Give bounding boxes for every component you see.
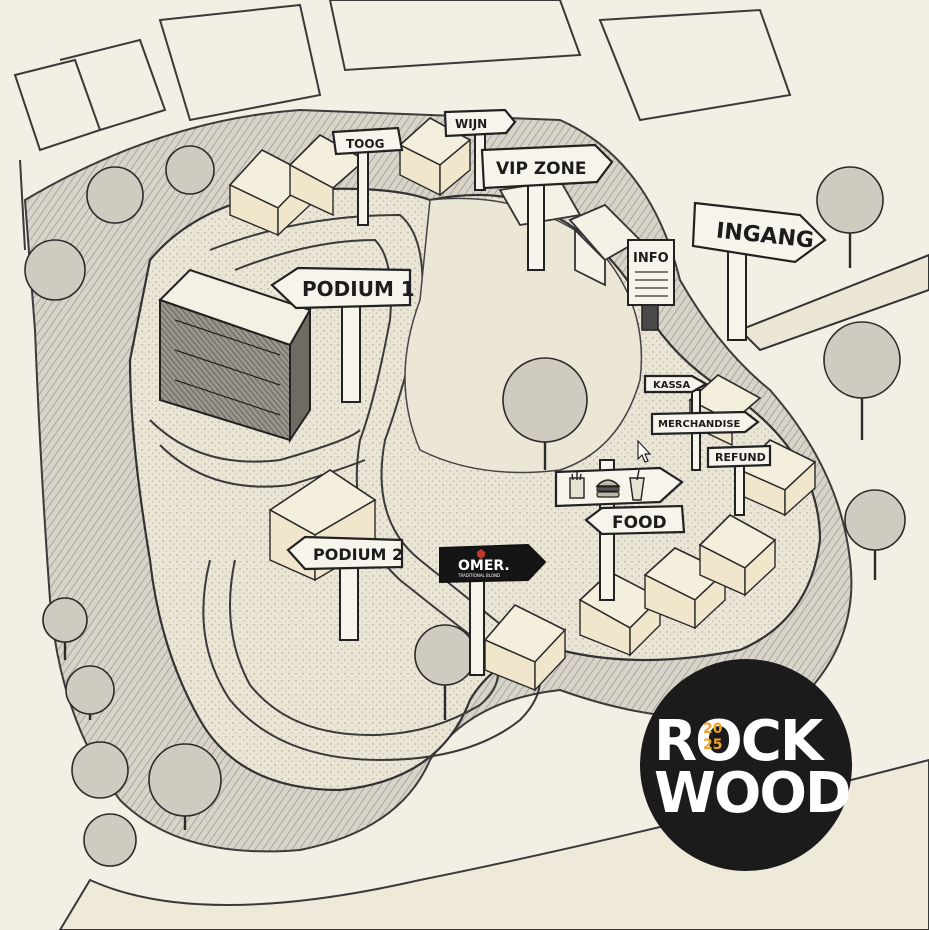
trees xyxy=(24,145,906,867)
logo-year-bottom: 25 xyxy=(703,737,722,753)
burger-icon xyxy=(595,479,621,498)
sign-ingang[interactable]: INGANG xyxy=(691,201,827,341)
tree-icon xyxy=(844,489,906,580)
sign-food[interactable]: FOOD xyxy=(584,504,686,536)
sponsor-tagline: TRADITIONAL BLOND xyxy=(457,573,500,578)
tree-icon xyxy=(71,741,129,799)
tent-icon xyxy=(398,117,472,197)
sign-podium-2-label: PODIUM 2 xyxy=(313,545,403,564)
sign-wijn[interactable]: WIJN xyxy=(443,108,517,191)
logo-year-top: 20 xyxy=(703,721,723,737)
inner-path-loop xyxy=(149,419,361,463)
inner-path-edge xyxy=(229,238,499,737)
sign-merchandise-label: MERCHANDISE xyxy=(658,419,741,430)
sign-podium-1[interactable]: PODIUM 1 xyxy=(270,266,415,403)
info-board-label: INFO xyxy=(633,251,669,266)
mouse-cursor-icon xyxy=(637,439,652,463)
sign-refund[interactable]: REFUND xyxy=(706,444,772,516)
sign-refund-label: REFUND xyxy=(715,451,766,464)
bar-tents xyxy=(228,117,472,237)
tent-icon xyxy=(483,604,567,692)
inner-path-loop-edge xyxy=(159,444,366,488)
sign-toog-label: TOOG xyxy=(346,137,384,151)
sign-vip-zone[interactable]: VIP ZONE xyxy=(480,143,614,271)
tree-icon xyxy=(148,743,222,830)
sign-toog[interactable]: TOOG xyxy=(331,126,404,226)
tent-icon xyxy=(698,514,777,597)
tree-icon xyxy=(502,357,588,470)
tree-icon xyxy=(65,665,115,720)
tree-icon xyxy=(83,813,137,867)
info-board[interactable]: INFO xyxy=(627,239,675,331)
tree-icon xyxy=(24,239,86,301)
rockwood-logo: ROCK WOOD 20 25 xyxy=(640,659,852,871)
sign-kassa-label: KASSA xyxy=(653,380,690,391)
fries-icon xyxy=(569,472,585,499)
tree-icon xyxy=(823,321,901,440)
tree-icon xyxy=(86,166,144,224)
tent-icon xyxy=(643,547,727,630)
sign-podium-2[interactable]: PODIUM 2 xyxy=(286,535,403,641)
logo-disc xyxy=(640,659,852,871)
drink-icon xyxy=(629,469,645,501)
sponsor-name: OMER. xyxy=(458,558,510,574)
sign-vip-zone-label: VIP ZONE xyxy=(496,159,586,179)
sign-podium-1-label: PODIUM 1 xyxy=(302,277,415,301)
stage-podium-1 xyxy=(158,268,312,444)
logo-line-1: ROCK xyxy=(654,709,826,774)
sign-wijn-label: WIJN xyxy=(455,117,487,131)
sponsor-sign-omer[interactable]: OMER. TRADITIONAL BLOND xyxy=(439,543,547,676)
buildings xyxy=(13,0,792,251)
tree-icon xyxy=(42,597,88,660)
sign-food-label: FOOD xyxy=(612,513,667,533)
sign-merchandise[interactable]: MERCHANDISE xyxy=(650,410,760,436)
tree-icon xyxy=(165,145,215,195)
sponsor-crest-icon xyxy=(477,549,485,559)
logo-line-2: WOOD xyxy=(654,761,849,826)
tree-icon xyxy=(816,166,884,268)
entrance-path xyxy=(738,253,929,352)
food-tents xyxy=(483,374,817,692)
